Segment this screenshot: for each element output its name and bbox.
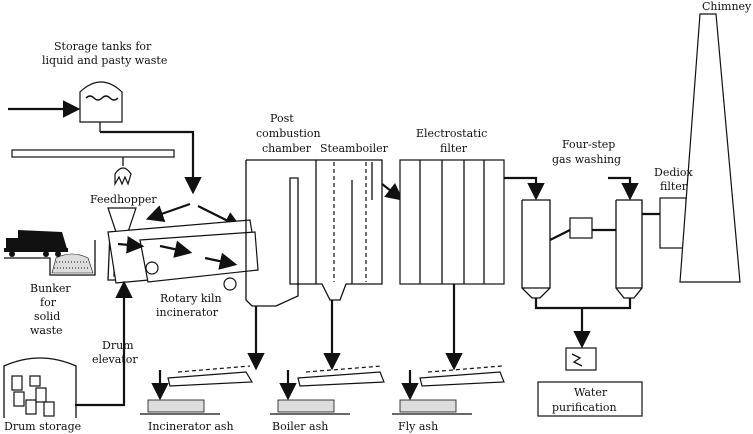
label-boiler-ash: Boiler ash [272,420,328,433]
bunker [4,240,96,276]
label-bunker-3: solid [34,310,60,323]
gas-washing [521,176,643,417]
label-storage-tanks-2: liquid and pasty waste [42,54,167,67]
label-post-combustion-3: chamber [262,142,312,155]
liquid-feed-line [100,130,202,195]
chimney [679,13,741,283]
label-storage-tanks-1: Storage tanks for [54,40,152,53]
label-feedhopper: Feedhopper [90,193,157,206]
label-bunker-1: Bunker [30,282,71,295]
conveyor-incinerator [140,365,254,415]
conveyor-boiler [270,365,385,415]
label-steamboiler: Steamboiler [320,142,389,155]
rotary-kiln [107,219,259,291]
truck-icon [4,230,68,257]
label-post-combustion-1: Post [270,112,294,125]
label-drum-storage: Drum storage [4,420,81,433]
label-chimney: Chimney [702,0,752,13]
storage-tank [8,81,123,132]
label-rotary-kiln-1: Rotary kiln [160,292,222,305]
drum-elevator-line [75,280,133,407]
label-dediox-2: filter [660,180,688,193]
steamboiler [316,159,404,371]
arrow-feed-left [145,202,191,222]
label-water-purification-2: purification [552,401,617,414]
label-electrostatic-1: Electrostatic [416,127,487,140]
label-bunker-2: for [40,296,57,309]
label-post-combustion-2: combustion [256,127,321,140]
label-electrostatic-2: filter [440,142,468,155]
label-drum-elevator-1: Drum [102,339,134,352]
electrostatic-filter [399,159,545,371]
label-fly-ash: Fly ash [398,420,438,433]
label-water-purification-1: Water [574,386,608,399]
label-incinerator-ash: Incinerator ash [148,420,234,433]
crane-rail [11,149,175,187]
drum-storage [3,357,77,418]
label-drum-elevator-2: elevator [92,353,138,366]
label-gas-washing-2: gas washing [552,153,621,166]
label-rotary-kiln-2: incinerator [156,306,219,319]
label-dediox-1: Dediox [654,166,694,179]
label-gas-washing-1: Four-step [562,138,615,151]
label-bunker-4: waste [30,324,63,337]
post-combustion-chamber [245,159,317,371]
conveyor-fly-ash [392,365,505,415]
